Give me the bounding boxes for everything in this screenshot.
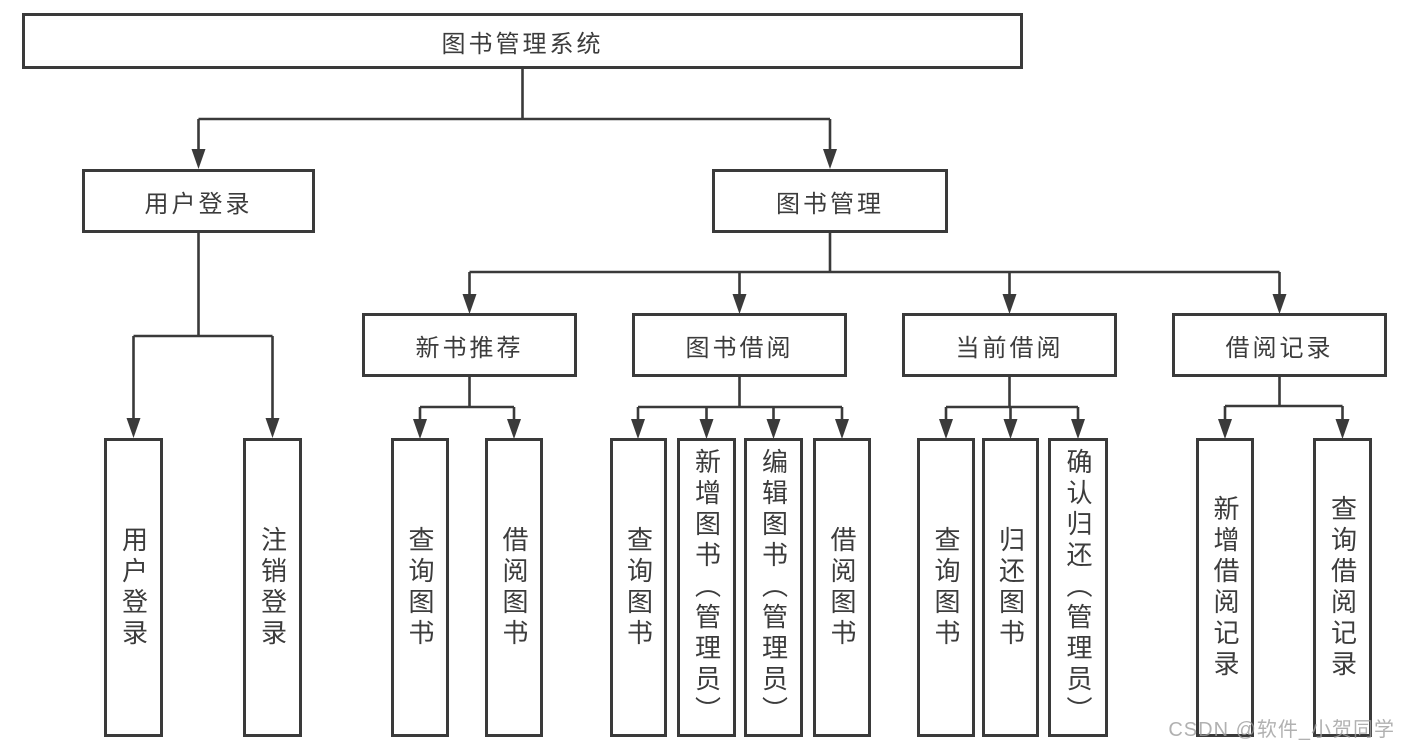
node-book-management-label: 图书管理: [776, 190, 884, 218]
node-root: 图书管理系统: [22, 13, 1023, 69]
arrowheads: [126, 149, 1350, 439]
node-root-label: 图书管理系统: [441, 30, 604, 58]
node-leaf-logout-label: 注销登录: [257, 525, 288, 650]
node-leaf-confirm-return-admin: 确认归还（管理员）: [1048, 438, 1108, 737]
node-leaf-user-login: 用户登录: [104, 438, 163, 737]
node-new-book-recommend-label: 新书推荐: [415, 334, 524, 362]
arrowhead: [1003, 419, 1018, 439]
arrowhead: [1071, 419, 1085, 439]
node-leaf-return-book-label: 归还图书: [995, 525, 1026, 650]
arrowhead: [823, 149, 837, 169]
arrowhead: [766, 419, 781, 439]
node-leaf-edit-book-admin-label: 编辑图书（管理员）: [758, 448, 789, 727]
node-leaf-query-books-1: 查询图书: [391, 438, 449, 737]
node-leaf-logout: 注销登录: [243, 438, 302, 737]
connector-book-borrow: [636, 377, 844, 421]
node-leaf-confirm-return-admin-label: 确认归还（管理员）: [1063, 448, 1093, 727]
connector-borrow-record: [1223, 377, 1344, 421]
arrowhead: [1002, 294, 1017, 314]
node-current-borrow-label: 当前借阅: [955, 334, 1064, 362]
node-leaf-add-book-admin: 新增图书（管理员）: [677, 438, 736, 737]
node-borrow-record: 借阅记录: [1172, 313, 1387, 377]
node-leaf-borrow-books-1-label: 借阅图书: [499, 525, 529, 650]
node-book-borrow: 图书借阅: [632, 313, 847, 377]
arrowhead: [732, 294, 747, 314]
arrowhead: [462, 294, 477, 314]
node-leaf-user-login-label: 用户登录: [118, 525, 149, 650]
arrowhead: [507, 419, 521, 439]
node-leaf-query-books-1-label: 查询图书: [405, 525, 435, 650]
connector-user-login: [132, 233, 274, 420]
node-user-login: 用户登录: [82, 169, 315, 233]
arrowhead: [191, 149, 206, 169]
arrowhead: [699, 419, 714, 439]
connector-current-borrow: [944, 377, 1080, 421]
node-leaf-add-book-admin-label: 新增图书（管理员）: [691, 448, 722, 727]
node-leaf-edit-book-admin: 编辑图书（管理员）: [744, 438, 803, 737]
node-current-borrow: 当前借阅: [902, 313, 1117, 377]
node-leaf-add-borrow-record: 新增借阅记录: [1196, 438, 1254, 737]
node-leaf-borrow-books-2: 借阅图书: [813, 438, 871, 737]
arrowhead: [939, 419, 953, 439]
arrowhead: [631, 419, 645, 439]
arrowhead: [1272, 294, 1287, 314]
csdn-watermark: CSDN @软件_小贺同学: [1168, 719, 1395, 741]
node-leaf-query-books-2-label: 查询图书: [623, 525, 654, 650]
node-book-management: 图书管理: [712, 169, 948, 233]
arrowhead: [1335, 419, 1350, 439]
arrowhead: [835, 419, 849, 439]
arrowhead: [265, 418, 280, 438]
node-leaf-query-borrow-record: 查询借阅记录: [1313, 438, 1372, 737]
node-leaf-query-books-3: 查询图书: [917, 438, 975, 737]
connector-root: [197, 69, 832, 151]
node-leaf-add-borrow-record-label: 新增借阅记录: [1210, 494, 1240, 681]
node-new-book-recommend: 新书推荐: [362, 313, 577, 377]
connector-new-book-recommend: [418, 377, 516, 421]
node-leaf-return-book: 归还图书: [982, 438, 1039, 737]
node-leaf-query-borrow-record-label: 查询借阅记录: [1327, 494, 1358, 681]
arrowhead: [413, 419, 427, 439]
node-borrow-record-label: 借阅记录: [1225, 334, 1334, 362]
node-user-login-label: 用户登录: [144, 190, 253, 218]
node-leaf-borrow-books-1: 借阅图书: [485, 438, 543, 737]
node-leaf-borrow-books-2-label: 借阅图书: [827, 525, 857, 650]
node-book-borrow-label: 图书借阅: [685, 334, 794, 362]
node-leaf-query-books-3-label: 查询图书: [931, 525, 961, 650]
arrowhead: [126, 418, 141, 438]
arrowhead: [1218, 419, 1232, 439]
node-leaf-query-books-2: 查询图书: [610, 438, 667, 737]
connector-book-management: [468, 233, 1281, 296]
